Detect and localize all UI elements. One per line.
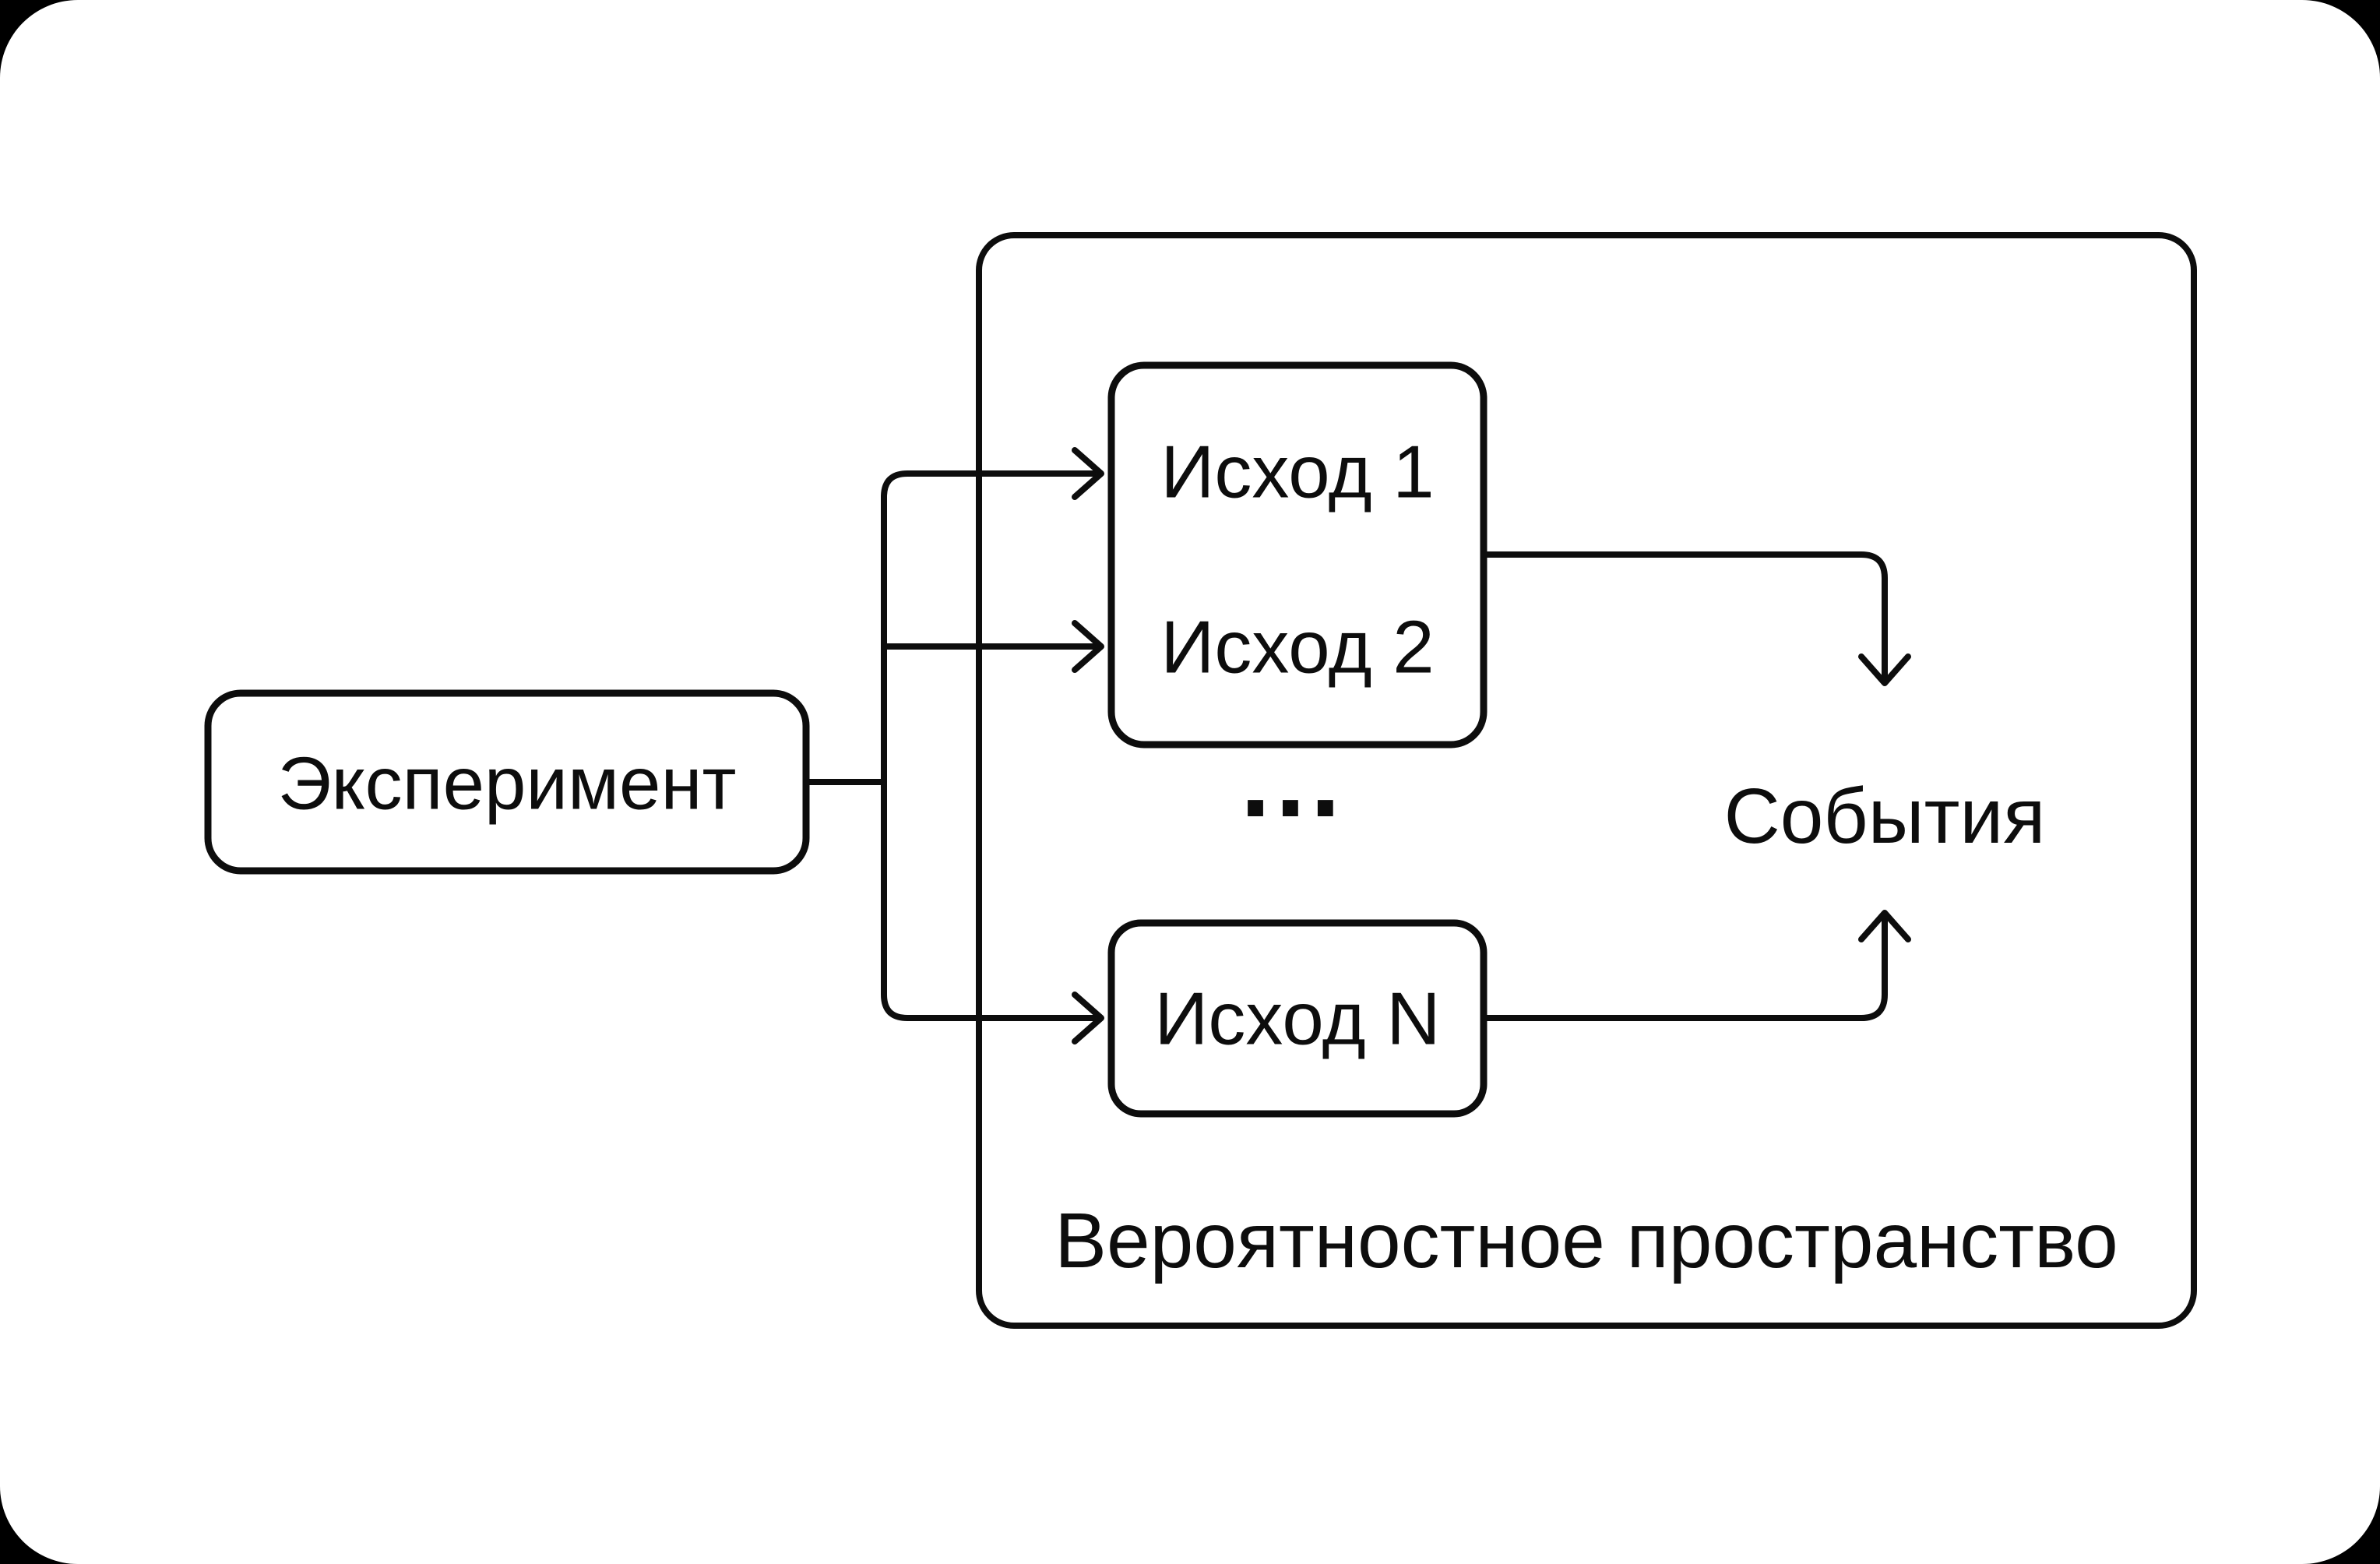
experiment-label: Эксперимент xyxy=(278,742,737,826)
ellipsis-label: ... xyxy=(1241,717,1346,840)
arrowhead-outcome-n xyxy=(1072,992,1104,1044)
arrowhead-events-down xyxy=(1858,653,1911,686)
outcome-2-label: Исход 2 xyxy=(1160,606,1434,689)
events-label: События xyxy=(1724,773,2046,860)
arrowhead-events-up xyxy=(1858,910,1911,942)
arrow-outcome-n-to-events xyxy=(1480,918,1888,1021)
outcome-1-label: Исход 1 xyxy=(1160,431,1434,514)
arrow-outcomes-to-events xyxy=(1480,551,1888,678)
probability-space-label: Вероятностное пространство xyxy=(1054,1197,2118,1284)
arrowhead-outcome-2 xyxy=(1072,620,1104,673)
arrowhead-outcome-1 xyxy=(1072,447,1104,500)
trunk-branch-path xyxy=(881,470,1097,1021)
outcome-n-label: Исход N xyxy=(1154,978,1440,1061)
